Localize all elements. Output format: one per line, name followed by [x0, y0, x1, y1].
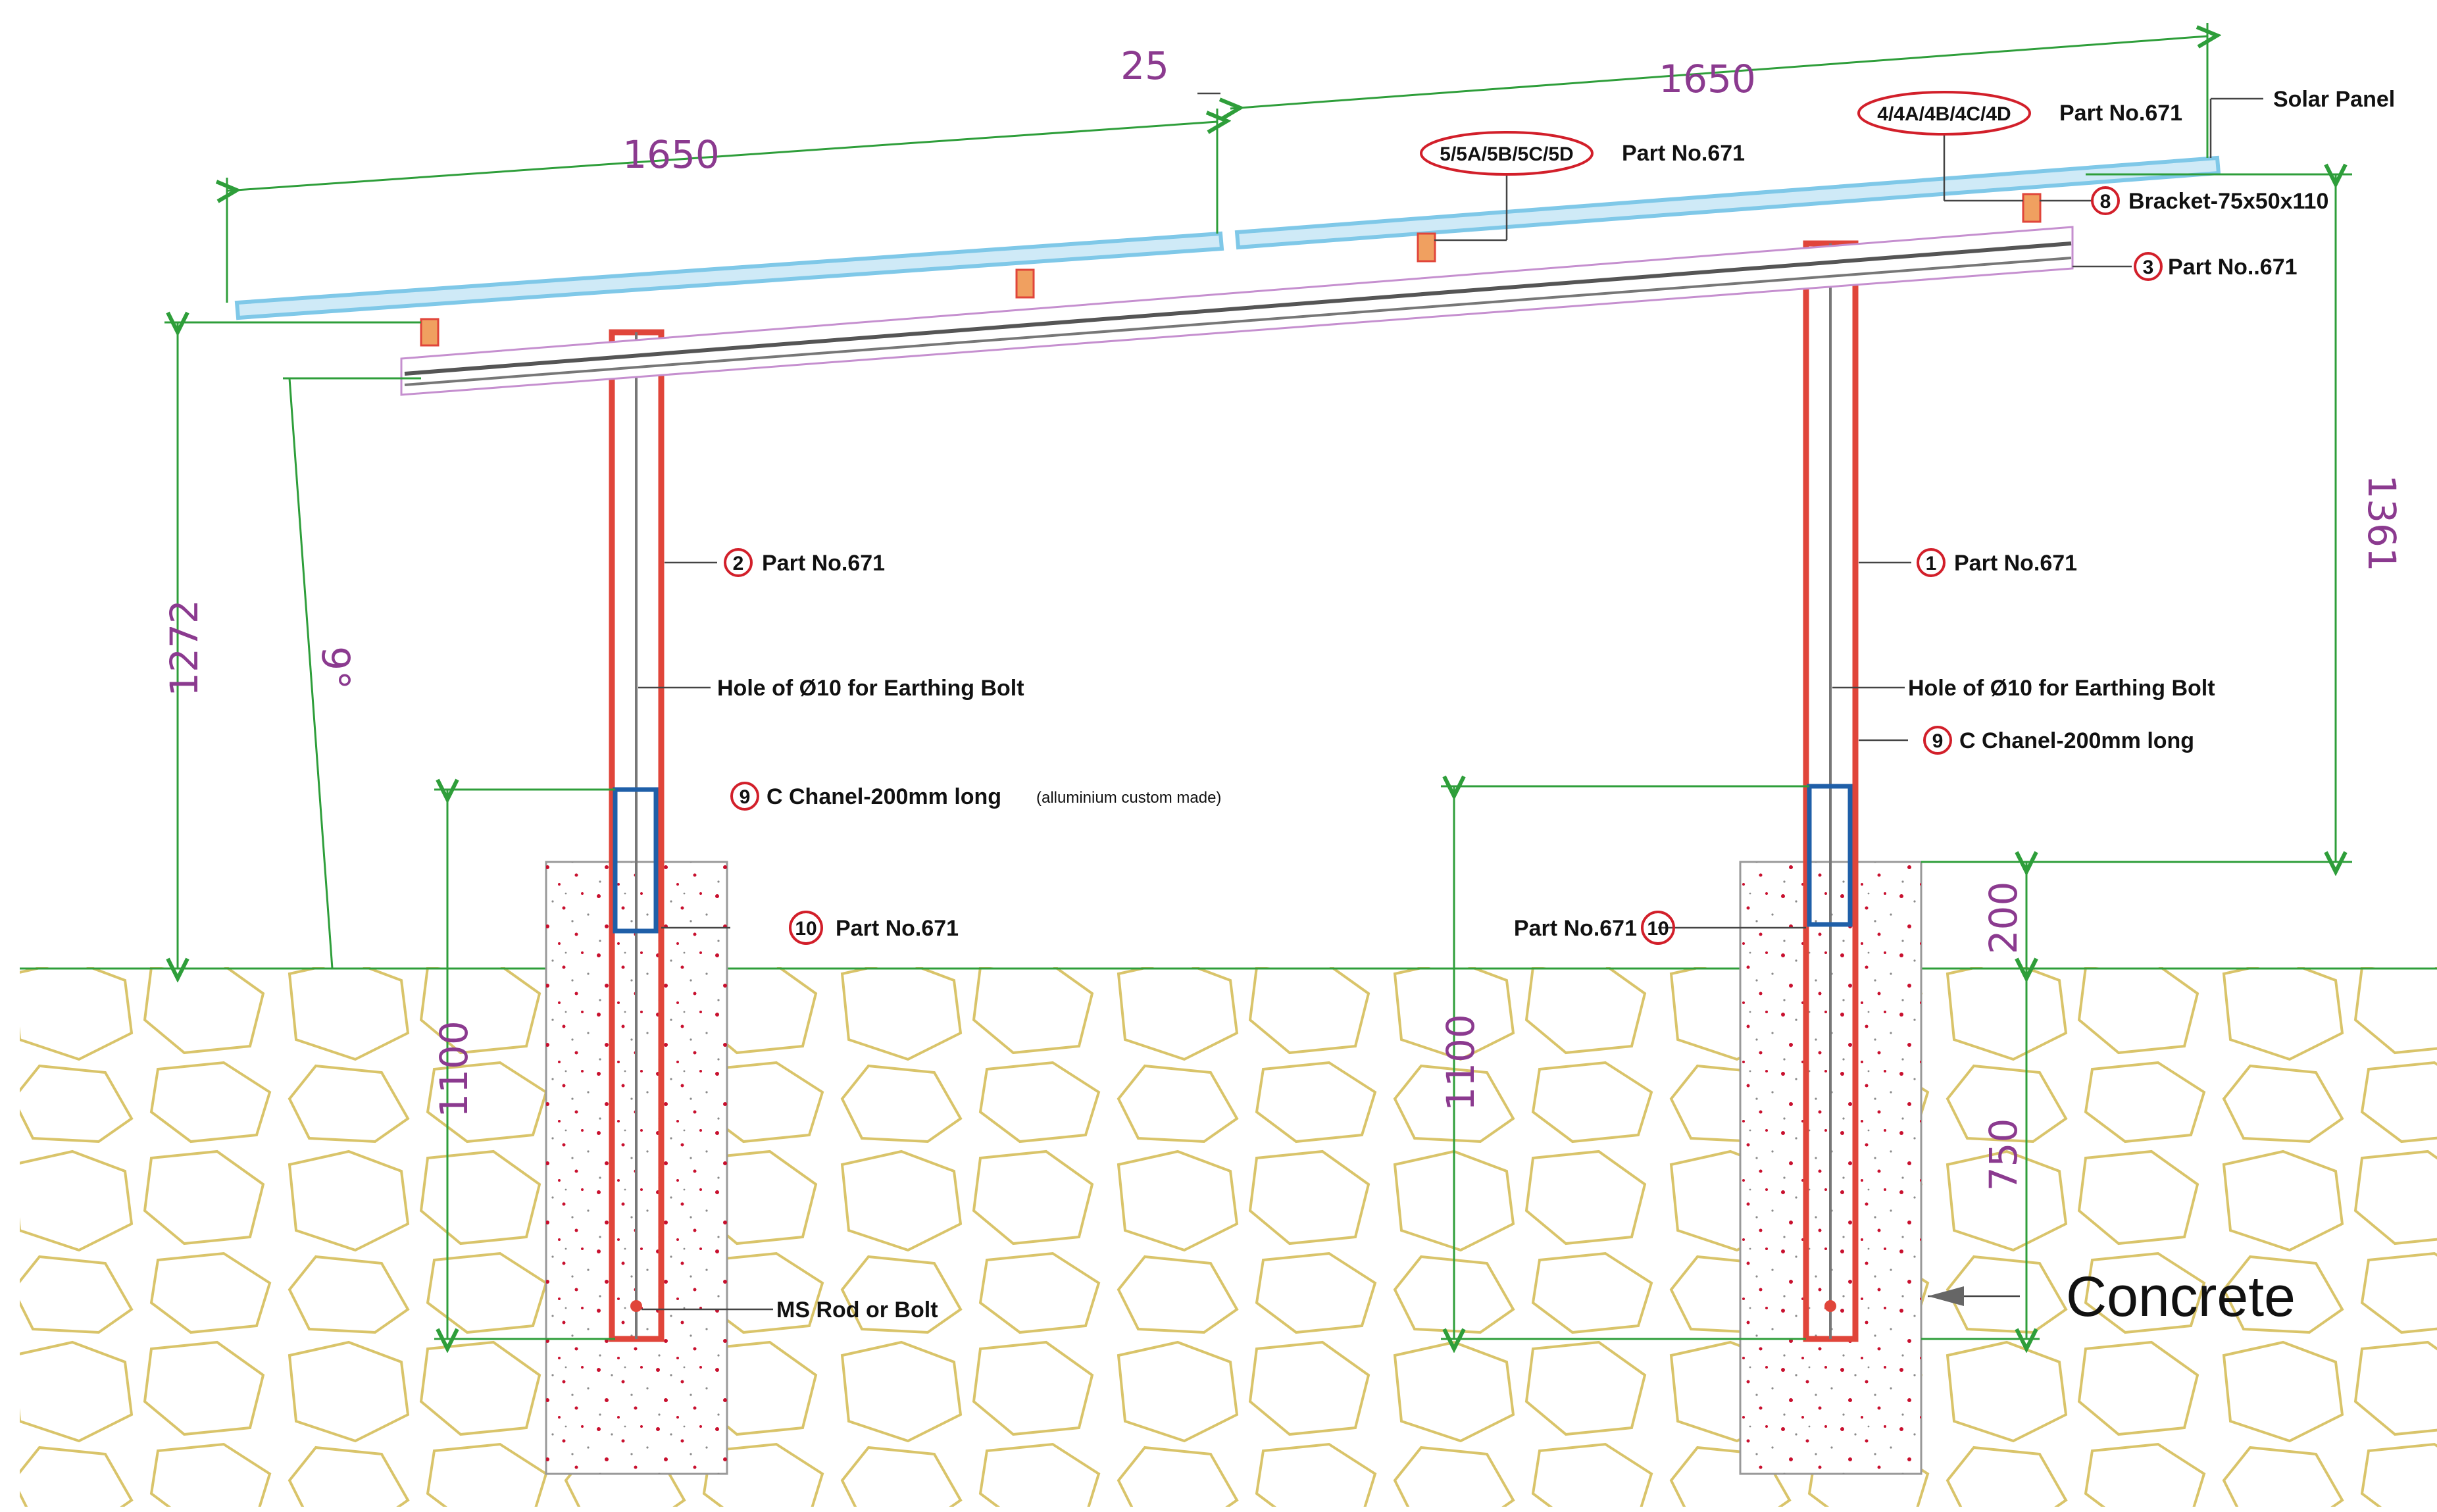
svg-text:Part No..671: Part No..671 [2168, 255, 2298, 280]
dim-footing: 750 [1981, 1119, 2026, 1192]
dim-left-height: 1272 [162, 599, 207, 697]
dim-panel-gap: 25 [1120, 43, 1169, 88]
post-left [609, 329, 665, 1342]
label-solar-panel: Solar Panel [2273, 87, 2395, 112]
label-hole-left: Hole of Ø10 for Earthing Bolt [717, 676, 1024, 701]
leader-lines [638, 92, 2263, 1311]
solar-panel-left [234, 231, 1224, 320]
callout-part-10-right: 10 Part No.671 [1514, 911, 1675, 945]
svg-text:5/5A/5B/5C/5D: 5/5A/5B/5C/5D [1440, 143, 1573, 165]
svg-text:3: 3 [2143, 257, 2154, 278]
callout-part-4: 4/4A/4B/4C/4D Part No.671 [1857, 91, 2182, 136]
svg-text:Bracket-75x50x110: Bracket-75x50x110 [2128, 189, 2328, 214]
callout-part-5: 5/5A/5B/5C/5D Part No.671 [1420, 131, 1745, 176]
svg-text:Part No.671: Part No.671 [1514, 916, 1637, 941]
ground [20, 967, 2437, 1507]
dim-panel-left: 1650 [622, 132, 720, 177]
svg-text:8: 8 [2100, 191, 2111, 213]
svg-text:Part No.671: Part No.671 [1622, 141, 1745, 166]
dimension-lines [164, 23, 2352, 1339]
svg-text:C Chanel-200mm long: C Chanel-200mm long [766, 784, 1001, 809]
c-channel-left [613, 787, 659, 934]
svg-text:9: 9 [740, 786, 751, 808]
svg-text:10: 10 [1647, 918, 1669, 940]
svg-text:2: 2 [733, 553, 744, 574]
svg-text:10: 10 [795, 918, 817, 940]
dim-right-height: 1361 [2359, 474, 2404, 572]
label-concrete: Concrete [1928, 1265, 2296, 1328]
svg-text:Part No.671: Part No.671 [2059, 101, 2182, 126]
svg-text:1: 1 [1926, 553, 1937, 574]
mounting-rail [400, 226, 2074, 396]
svg-text:4/4A/4B/4C/4D: 4/4A/4B/4C/4D [1877, 103, 2011, 125]
solar-panel-right [1234, 155, 2221, 250]
svg-text:Concrete: Concrete [2066, 1265, 2296, 1328]
callout-part-3: 3 Part No..671 [2134, 252, 2298, 281]
callout-channel-right: 9 C Chanel-200mm long [1923, 726, 2194, 755]
callout-part-1: 1 Part No.671 [1917, 548, 2077, 577]
label-hole-right: Hole of Ø10 for Earthing Bolt [1908, 676, 2215, 701]
callout-channel-left: 9 C Chanel-200mm long (alluminium custom… [730, 782, 1221, 811]
dim-embed-left: 1100 [432, 1021, 476, 1118]
callout-bracket: 8 Bracket-75x50x110 [2091, 186, 2328, 215]
post-right [1803, 240, 1859, 1342]
svg-text:C Chanel-200mm long: C Chanel-200mm long [1959, 728, 2194, 753]
svg-text:Part No.671: Part No.671 [1954, 551, 2077, 576]
dim-embed-right: 1100 [1438, 1014, 1483, 1111]
callout-part-10-left: 10 Part No.671 [789, 911, 959, 945]
c-channel-right [1807, 784, 1853, 927]
dim-tilt: 9° [313, 646, 358, 690]
svg-text:(alluminium custom made): (alluminium custom made) [1036, 789, 1221, 807]
svg-text:Part No.671: Part No.671 [762, 551, 885, 576]
svg-text:Part No.671: Part No.671 [836, 916, 959, 941]
callout-part-2: 2 Part No.671 [724, 548, 885, 577]
dim-panel-right: 1650 [1659, 57, 1756, 101]
label-ms-rod: MS Rod or Bolt [776, 1298, 938, 1323]
clamp-brackets [420, 193, 2042, 347]
svg-text:9: 9 [1932, 730, 1944, 752]
dim-pedestal: 200 [1981, 882, 2026, 955]
